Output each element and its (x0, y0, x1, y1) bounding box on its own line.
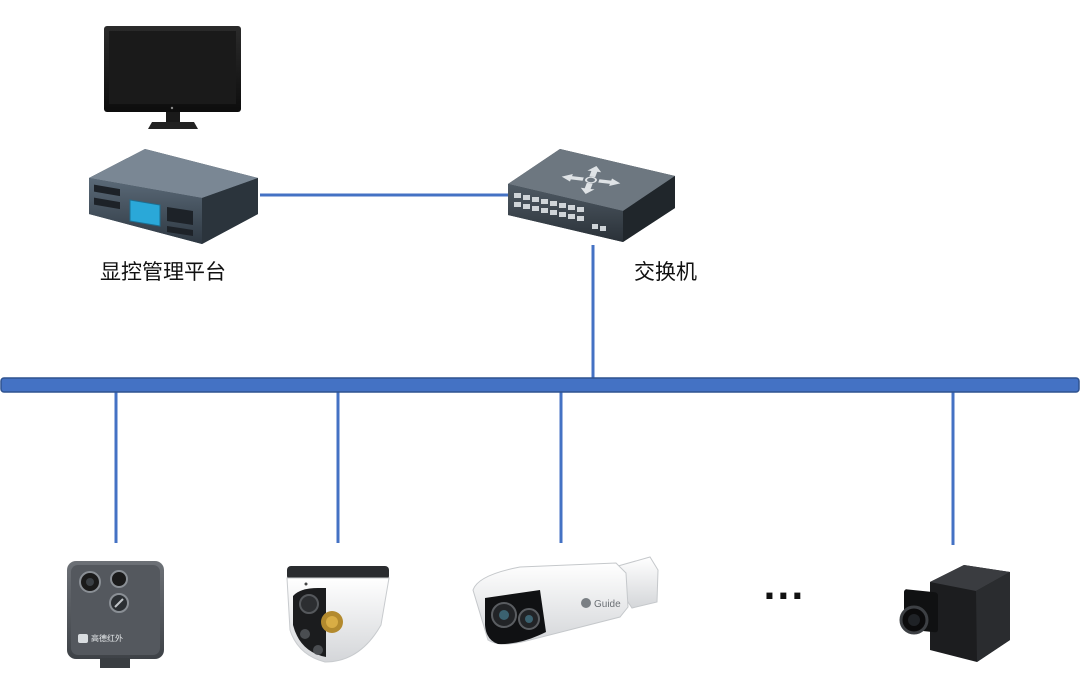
network-bus (0, 377, 1080, 393)
links (114, 193, 955, 545)
platform-label: 显控管理平台 (100, 260, 226, 284)
thermal-core-module-icon (899, 565, 1010, 662)
box-thermal-camera-icon: 高德红外 (67, 561, 164, 668)
camera-1-brand: 高德红外 (91, 633, 123, 643)
server-rack-icon (89, 149, 258, 244)
bullet-camera-icon: Guide (472, 556, 659, 645)
camera-3-brand: Guide (594, 599, 621, 610)
network-switch-icon (508, 149, 675, 242)
dome-camera-icon (286, 566, 390, 663)
more-devices-ellipsis: ... (763, 568, 805, 608)
switch-label: 交换机 (634, 260, 697, 284)
monitor-icon (104, 26, 241, 129)
